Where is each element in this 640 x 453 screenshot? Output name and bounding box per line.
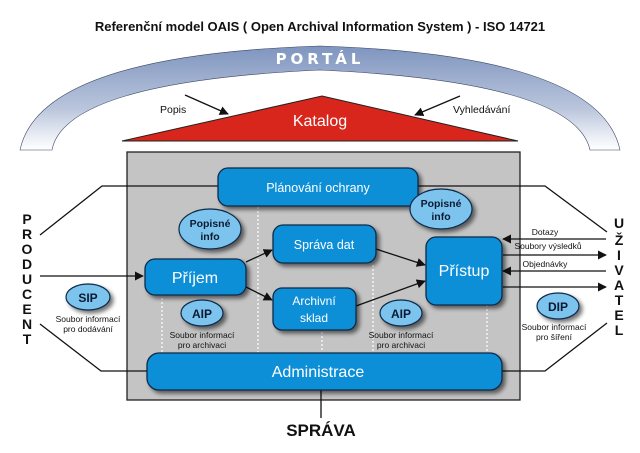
sip-desc-line2: pro dodávání xyxy=(63,324,113,334)
data-management-label: Správa dat xyxy=(294,238,355,252)
descriptive-info-left-line2: info xyxy=(200,231,219,243)
aip-left-desc-line1: Soubor informací xyxy=(170,330,235,340)
descriptive-info-right-line2: info xyxy=(431,211,450,223)
access-label: Přístup xyxy=(439,263,490,280)
producer-letter: T xyxy=(23,331,32,347)
portal-label: PORTÁL xyxy=(276,49,365,68)
descriptive-info-right-ellipse xyxy=(409,188,473,230)
administration-box[interactable] xyxy=(146,352,503,391)
management-label: SPRÁVA xyxy=(286,421,356,440)
aip-left-label: AIP xyxy=(192,307,212,321)
catalog-label: Katalog xyxy=(293,113,347,130)
producer-label: P R O D U C E N T xyxy=(22,211,33,347)
diagram-title: Referenční model OAIS ( Open Archival In… xyxy=(95,19,545,34)
aip-right-desc-line2: pro archivaci xyxy=(377,340,425,350)
producer-letter: U xyxy=(22,271,32,287)
descriptive-info-right-line1: Popisné xyxy=(421,198,462,210)
archival-storage-box[interactable] xyxy=(272,287,357,331)
user-letter: I xyxy=(617,247,621,263)
aip-left-ellipse xyxy=(180,299,224,327)
preservation-planning-box[interactable] xyxy=(217,167,419,207)
result-sets-label: Soubory výsledků xyxy=(514,241,581,251)
dip-desc-line2: pro šíření xyxy=(536,332,573,342)
aip-right-ellipse xyxy=(379,299,423,327)
ingest-label: Příjem xyxy=(172,270,218,287)
producer-to-admin-line xyxy=(39,323,147,372)
search-label: Vyhledávání xyxy=(453,104,510,116)
user-letter: U xyxy=(614,215,624,231)
description-input-label: Popis xyxy=(160,104,186,116)
user-letter: A xyxy=(614,277,624,293)
user-letter: V xyxy=(614,262,624,278)
preservation-planning-label: Plánování ochrany xyxy=(266,181,370,195)
data-management-to-access-arrow xyxy=(375,248,426,267)
ingest-to-storage-arrow xyxy=(245,286,273,301)
descriptive-info-left-line1: Popisné xyxy=(190,218,231,230)
user-letter: T xyxy=(615,292,624,308)
user-to-planning-line xyxy=(418,185,608,233)
producer-letter: N xyxy=(22,316,32,332)
sip-desc-line1: Soubor informací xyxy=(56,314,121,324)
ingest-box[interactable] xyxy=(144,258,247,296)
aip-right-desc-line1: Soubor informací xyxy=(369,330,434,340)
queries-label: Dotazy xyxy=(532,227,559,237)
sip-ellipse xyxy=(65,283,111,311)
producer-letter: P xyxy=(22,211,31,227)
archival-storage-label-line2: sklad xyxy=(300,311,328,325)
aip-left-desc-line2: pro archivaci xyxy=(178,340,226,350)
user-letter: E xyxy=(614,307,623,323)
producer-letter: C xyxy=(22,286,32,302)
ingest-to-data-management-arrow xyxy=(245,249,273,263)
catalog-roof xyxy=(121,95,519,142)
data-management-box[interactable] xyxy=(272,224,377,264)
producer-to-planning-line xyxy=(39,185,218,236)
search-arrow xyxy=(414,95,461,117)
description-input-arrow xyxy=(184,94,229,115)
producer-letter: E xyxy=(22,301,31,317)
archival-storage-label-line1: Archivní xyxy=(292,294,336,308)
producer-letter: O xyxy=(22,241,33,257)
producer-letter: R xyxy=(22,226,32,242)
dip-desc-line1: Soubor informací xyxy=(522,322,587,332)
user-letter: L xyxy=(615,322,624,338)
sip-label: SIP xyxy=(78,291,97,305)
dip-ellipse xyxy=(536,292,580,320)
storage-to-access-arrow xyxy=(355,279,426,307)
access-box[interactable] xyxy=(425,236,503,306)
aip-right-label: AIP xyxy=(391,307,411,321)
dip-label: DIP xyxy=(548,300,568,314)
user-to-admin-line xyxy=(502,322,608,372)
administration-label: Administrace xyxy=(272,364,365,381)
portal-arc xyxy=(19,45,621,151)
orders-label: Objednávky xyxy=(523,259,569,269)
descriptive-info-left-ellipse xyxy=(178,208,242,250)
producer-letter: D xyxy=(22,256,32,272)
user-letter: Ž xyxy=(615,231,624,248)
user-label: U Ž I V A T E L xyxy=(614,215,624,338)
